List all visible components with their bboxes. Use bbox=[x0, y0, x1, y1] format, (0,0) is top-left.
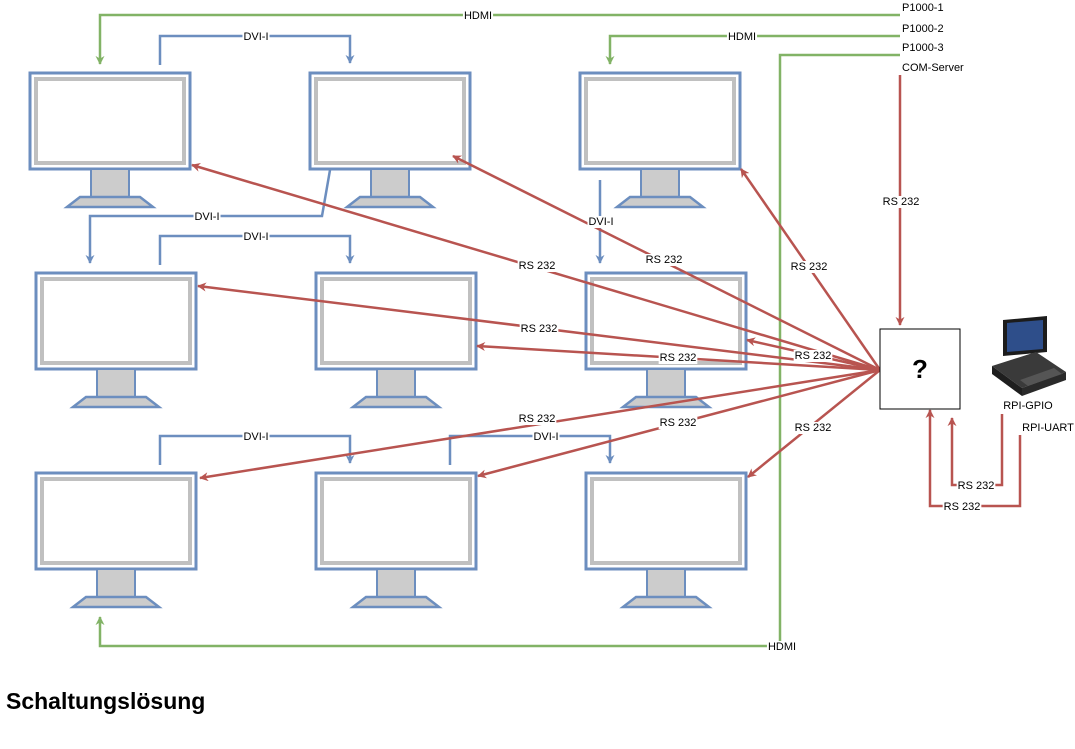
unknown-device-box bbox=[879, 328, 961, 410]
label-background bbox=[462, 10, 494, 22]
rs232-label-m5: RS 232 bbox=[660, 352, 697, 364]
monitor-icon bbox=[578, 71, 742, 209]
monitor-icon bbox=[28, 71, 192, 209]
label-background bbox=[242, 31, 270, 43]
connection-labels: P1000-1 P1000-2 P1000-3 COM-Server HDMI … bbox=[193, 2, 1074, 653]
rs232-label-gpio: RS 232 bbox=[958, 480, 995, 492]
label-background bbox=[242, 231, 270, 243]
rs232-label-uart: RS 232 bbox=[944, 501, 981, 513]
rs232-label-m1: RS 232 bbox=[519, 260, 556, 272]
monitor-icon bbox=[308, 71, 472, 209]
label-background bbox=[587, 216, 615, 228]
hdmi-line-p1000-1 bbox=[95, 13, 900, 65]
rs232-label-m2: RS 232 bbox=[646, 254, 683, 266]
label-background bbox=[726, 31, 758, 43]
label-background bbox=[517, 260, 557, 272]
page-title: Schaltungslösung bbox=[6, 688, 206, 714]
label-background bbox=[644, 254, 684, 266]
monitor-icon bbox=[314, 271, 478, 409]
dvi-label-4: DVI-I bbox=[588, 216, 613, 228]
monitor-grid bbox=[28, 71, 748, 609]
source-label-p1000-3: P1000-3 bbox=[902, 42, 944, 54]
hdmi-label-1: HDMI bbox=[464, 10, 492, 22]
dvi-line-6 bbox=[448, 434, 615, 465]
monitor-icon bbox=[584, 471, 748, 609]
hdmi-line-p1000-2 bbox=[605, 34, 900, 65]
dvi-label-1: DVI-I bbox=[243, 31, 268, 43]
monitor-icon bbox=[34, 471, 198, 609]
label-background bbox=[881, 196, 921, 208]
label-background bbox=[793, 422, 833, 434]
source-label-p1000-2: P1000-2 bbox=[902, 23, 944, 35]
monitor-icon bbox=[34, 271, 198, 409]
computer-icon bbox=[992, 316, 1066, 396]
dvi-label-2: DVI-I bbox=[194, 211, 219, 223]
label-background bbox=[789, 261, 829, 273]
label-background bbox=[517, 413, 557, 425]
label-background bbox=[658, 417, 698, 429]
hdmi-label-3: HDMI bbox=[768, 641, 796, 653]
hdmi-label-2: HDMI bbox=[728, 31, 756, 43]
wiring-diagram: ? P1000-1 P1000-2 P1000-3 COM-Server HDM… bbox=[28, 2, 1074, 653]
monitor-icon bbox=[584, 271, 748, 409]
rs232-label-m3: RS 232 bbox=[791, 261, 828, 273]
dvi-label-6: DVI-I bbox=[533, 431, 558, 443]
hdmi-connections bbox=[95, 13, 900, 648]
rs232-label-m9: RS 232 bbox=[795, 422, 832, 434]
rpi-gpio-label: RPI-GPIO bbox=[1003, 400, 1053, 412]
label-background bbox=[519, 323, 559, 335]
dvi-label-5: DVI-I bbox=[243, 431, 268, 443]
rs232-label-m6: RS 232 bbox=[795, 350, 832, 362]
label-background bbox=[532, 431, 560, 443]
rs232-label-com-server: RS 232 bbox=[883, 196, 920, 208]
label-background bbox=[242, 431, 270, 443]
monitor-icon bbox=[314, 471, 478, 609]
label-background bbox=[193, 211, 221, 223]
label-background bbox=[793, 350, 833, 362]
dvi-label-3: DVI-I bbox=[243, 231, 268, 243]
label-background bbox=[766, 641, 798, 653]
source-label-p1000-1: P1000-1 bbox=[902, 2, 944, 14]
hdmi-line-p1000-3 bbox=[95, 53, 900, 648]
source-label-com-server: COM-Server bbox=[902, 62, 964, 74]
rs232-gpio-line bbox=[947, 414, 1004, 487]
rpi-uart-label: RPI-UART bbox=[1022, 422, 1074, 434]
unknown-device-label: ? bbox=[912, 354, 928, 384]
rs232-label-m7: RS 232 bbox=[519, 413, 556, 425]
rs232-label-m4: RS 232 bbox=[521, 323, 558, 335]
label-background bbox=[956, 480, 996, 492]
label-background bbox=[942, 501, 982, 513]
label-background bbox=[658, 352, 698, 364]
rs232-label-m8: RS 232 bbox=[660, 417, 697, 429]
